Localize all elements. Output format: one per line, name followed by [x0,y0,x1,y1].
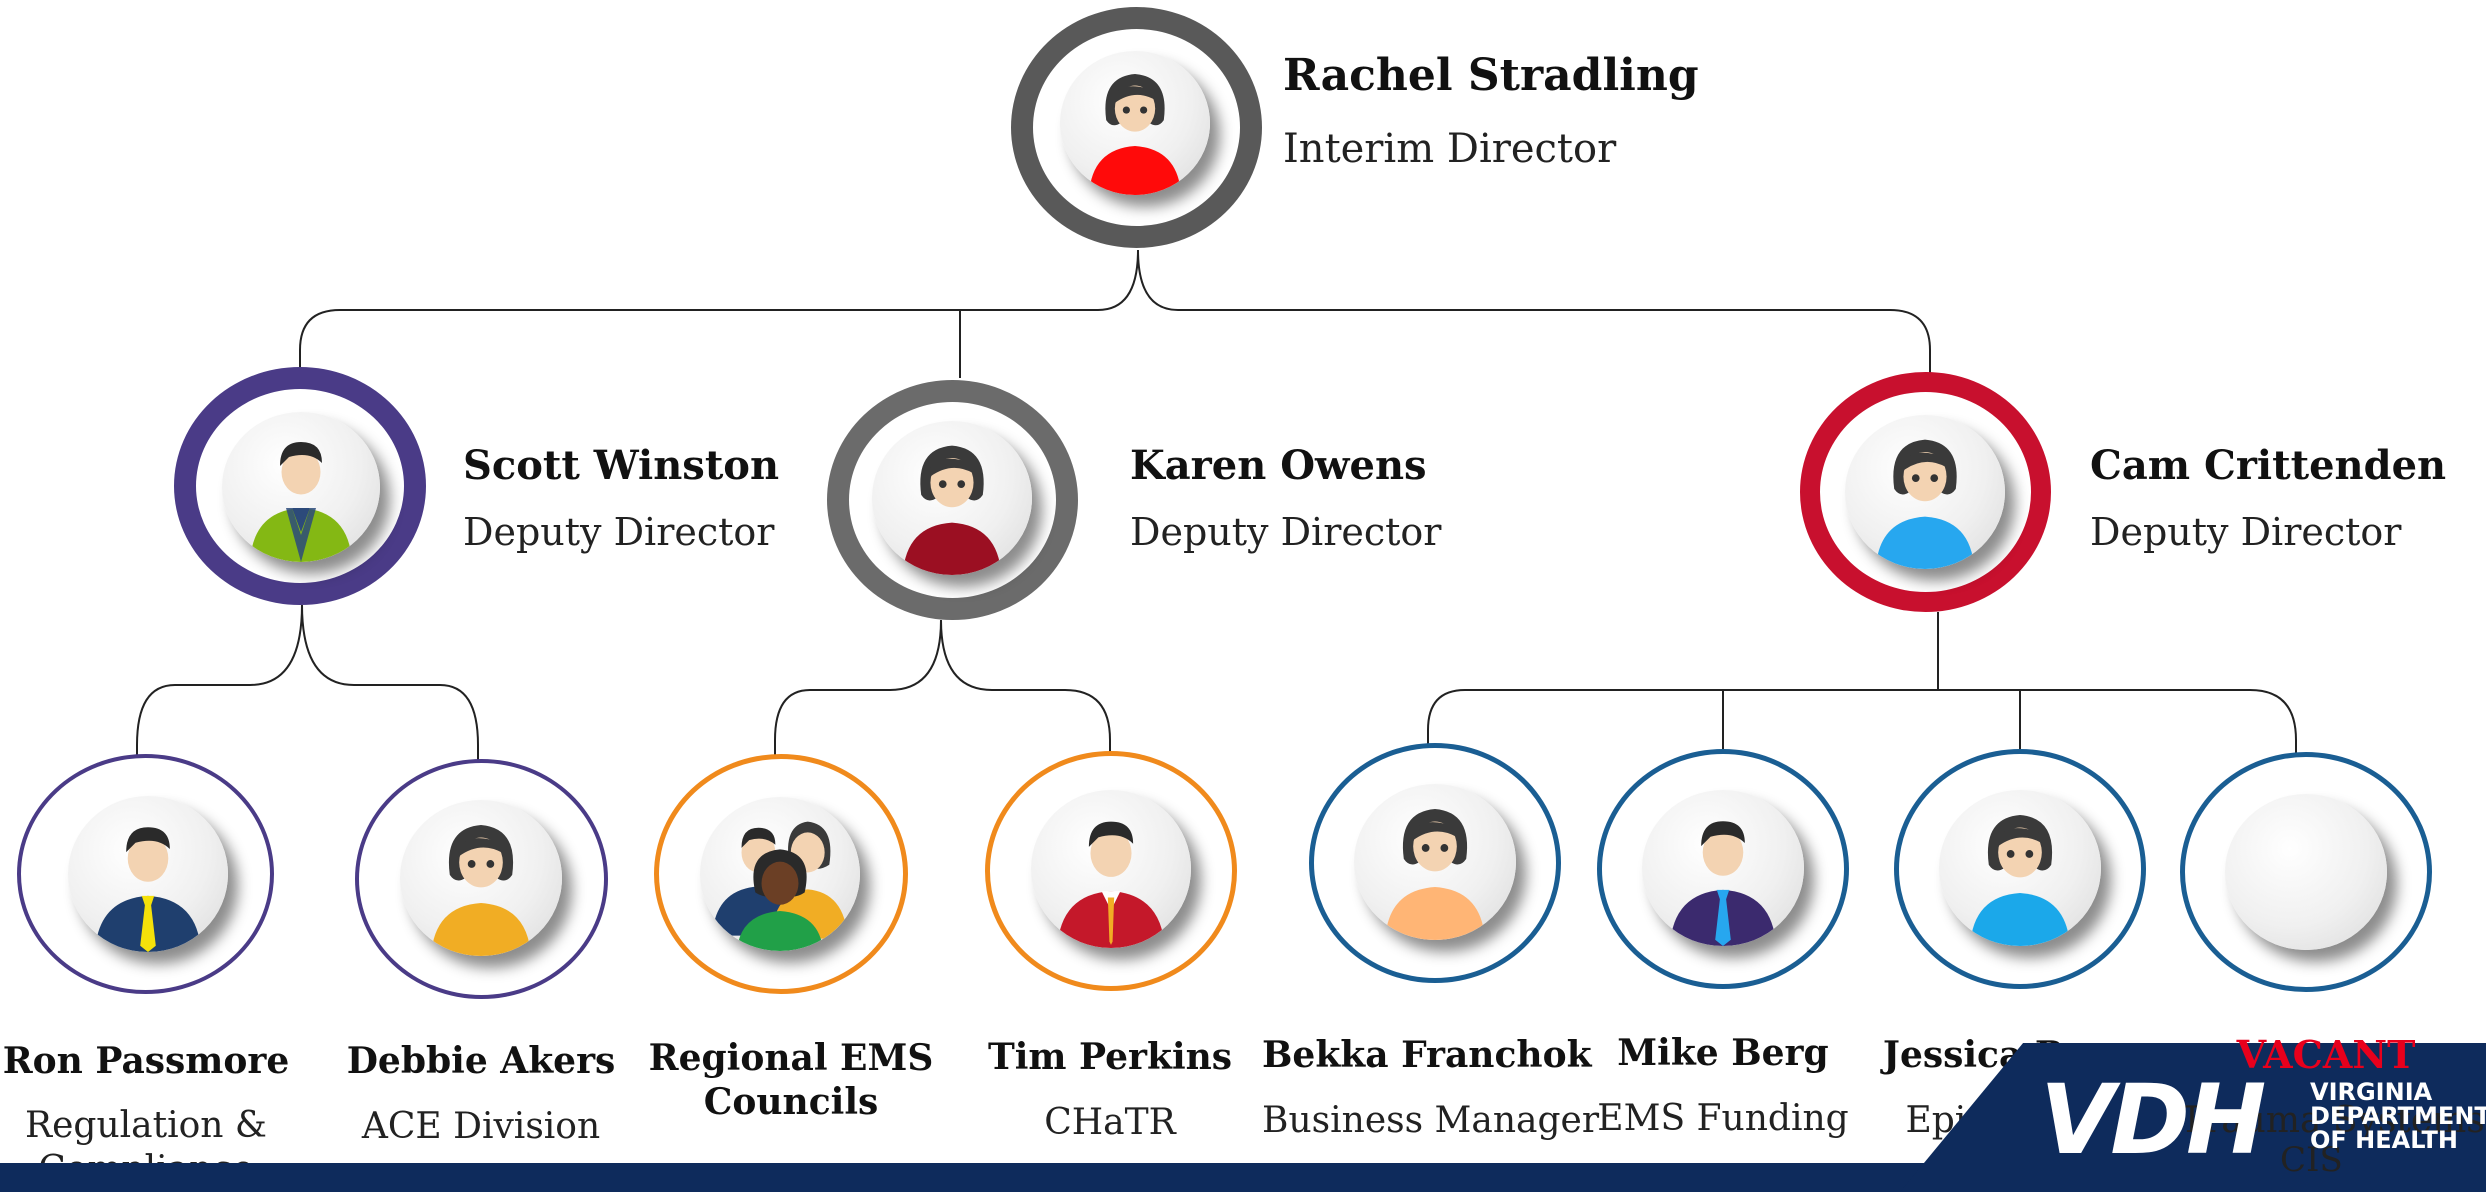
vdh-logo-mark: VDH [2040,1064,2266,1176]
staff-name-regional: Regional EMS Councils [648,1037,934,1123]
woman-red-shirt-icon [1060,51,1210,195]
deputy-name-scott: Scott Winston [463,442,780,489]
deputy-title-scott: Deputy Director [463,510,775,554]
staff-ring-bekka [1309,743,1561,983]
deputy-title-cam: Deputy Director [2090,510,2402,554]
director-name: Rachel Stradling [1283,50,1699,101]
vdh-logo-line1: VIRGINIA [2310,1078,2433,1106]
director-title: Interim Director [1283,126,1617,172]
empty-avatar-icon [2225,794,2387,950]
connector-cam [1427,612,2297,755]
man-green-suit-icon [222,412,380,562]
staff-title-vacant: Trauma Systems [2180,1100,2485,1141]
staff-title-mike: EMS Funding [1597,1098,1849,1139]
woman-peach-shirt-icon [1354,784,1516,940]
deputy-name-cam: Cam Crittenden [2090,442,2447,489]
man-red-suit-icon [1031,790,1191,948]
vdh-logo-line2: DEPARTMENT [2310,1102,2486,1130]
connector-scott [136,604,479,763]
man-purple-suit-icon [1642,790,1804,946]
woman-blue-shirt-icon [1845,415,2005,569]
deputy-ring-scott [174,367,426,605]
group-people-icon [700,797,860,951]
woman-cyan-shirt-icon [1939,790,2101,946]
staff-ring-regional [654,754,908,994]
staff-title-tim: CHaTR [1044,1102,1176,1143]
staff-name-mike: Mike Berg [1617,1032,1829,1074]
staff-name-vacant: VACANT [2236,1032,2416,1077]
man-navy-suit-icon [68,796,228,952]
deputy-title-karen: Deputy Director [1130,510,1442,554]
connector-director [299,249,1931,378]
vdh-logo-text: VIRGINIA DEPARTMENT OF HEALTH [2310,1080,2486,1152]
deputy-name-karen: Karen Owens [1130,442,1427,489]
staff-name-bekka: Bekka Franchok [1262,1034,1592,1076]
woman-maroon-shirt-icon [872,421,1032,575]
staff-name-ron: Ron Passmore [2,1040,290,1082]
staff-title-vacant-line2: CIS [2280,1140,2343,1180]
staff-title-debbie: ACE Division [361,1106,601,1147]
vdh-logo-line3: OF HEALTH [2310,1126,2458,1154]
connector-karen [774,619,1111,758]
woman-yellow-shirt-icon [400,800,562,956]
staff-title-bekka: Business Manager [1262,1100,1600,1141]
staff-name-tim: Tim Perkins [987,1036,1233,1078]
staff-name-debbie: Debbie Akers [346,1040,616,1082]
